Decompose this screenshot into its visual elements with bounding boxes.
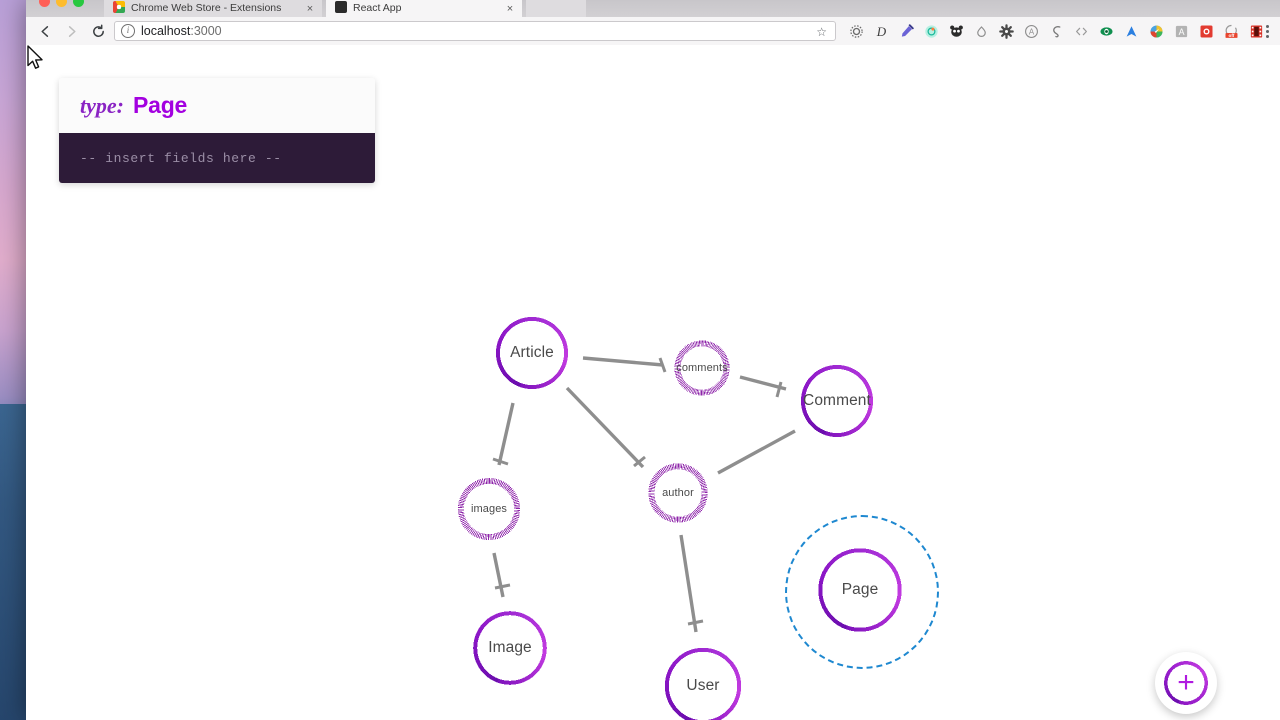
close-icon[interactable]: × [306, 3, 314, 15]
edge-images-image [492, 552, 505, 598]
node-ring-dashed [636, 451, 720, 535]
reload-icon [92, 23, 104, 37]
blue-a-extension-icon[interactable] [1119, 21, 1144, 42]
type-editor-fields-area[interactable]: -- insert fields here -- [59, 133, 375, 183]
graph-node-article[interactable]: Article [481, 302, 583, 404]
forward-button[interactable] [61, 21, 81, 41]
mouse-cursor [27, 45, 43, 69]
schema-graph[interactable]: Article comments Comment images author P [26, 45, 1280, 720]
graph-node-user[interactable]: User [649, 632, 757, 720]
window-minimize-button[interactable] [56, 0, 67, 7]
panda-extension-icon[interactable] [944, 21, 969, 42]
graph-node-comment[interactable]: Comment [786, 350, 888, 452]
off-toggle-extension-icon[interactable]: off [1219, 21, 1244, 42]
browser-toolbar: i localhost:3000 ☆ D A A off [26, 17, 1280, 46]
target-extension-icon[interactable] [919, 21, 944, 42]
node-ring-dashed [663, 329, 741, 407]
extensions-toolbar: D A A off [844, 21, 1269, 42]
node-ring-dashed [445, 465, 533, 553]
type-editor-card[interactable]: type: Page -- insert fields here -- [59, 78, 375, 183]
edge-article-images [497, 402, 515, 466]
rainbow-rocket-extension-icon[interactable] [1144, 21, 1169, 42]
bookmark-star-icon[interactable]: ☆ [816, 25, 827, 39]
fab-ring [1155, 652, 1217, 714]
add-type-button[interactable]: + [1155, 652, 1217, 714]
edge-terminator-bar [494, 583, 511, 590]
graph-node-author[interactable]: author [636, 451, 720, 535]
red-camera-extension-icon[interactable] [1194, 21, 1219, 42]
tab-strip: Chrome Web Store - Extensions × React Ap… [26, 0, 1280, 17]
site-info-icon[interactable]: i [121, 24, 135, 38]
edge-terminator-bar [775, 381, 783, 398]
page-viewport: type: Page -- insert fields here -- [26, 45, 1280, 720]
edge-terminator-bar [492, 457, 509, 466]
node-ring [786, 350, 888, 452]
back-arrow-icon [40, 25, 48, 37]
gear-extension-icon[interactable] [844, 21, 869, 42]
svg-text:A: A [1029, 28, 1035, 37]
window-close-button[interactable] [39, 0, 50, 7]
url-host: localhost [141, 24, 191, 38]
svg-text:A: A [1179, 27, 1185, 37]
letter-a-box-extension-icon[interactable]: A [1169, 21, 1194, 42]
edge-terminator-bar [633, 455, 646, 468]
red-film-extension-icon[interactable] [1244, 21, 1269, 42]
chrome-menu-button[interactable] [1260, 23, 1274, 39]
type-keyword-label: type: [80, 92, 124, 118]
node-ring [649, 632, 757, 720]
graph-edges-layer [492, 356, 796, 633]
address-bar-url: localhost:3000 [141, 24, 222, 38]
tab-title: React App [353, 2, 402, 14]
browser-tab-react-app[interactable]: React App × [326, 0, 522, 17]
green-eye-extension-icon[interactable] [1094, 21, 1119, 42]
d-extension-icon[interactable]: D [876, 23, 887, 39]
plus-icon: + [1177, 666, 1195, 699]
edge-comment-author [717, 429, 796, 475]
edge-author-user [679, 534, 698, 633]
forward-arrow-icon [68, 25, 76, 37]
eyedropper-extension-icon[interactable] [894, 21, 919, 42]
drop-extension-icon[interactable] [969, 21, 994, 42]
fields-placeholder-text: -- insert fields here -- [80, 150, 282, 166]
window-maximize-button[interactable] [73, 0, 84, 7]
svg-text:off: off [1229, 33, 1235, 38]
graph-node-comments[interactable]: comments [663, 329, 741, 407]
url-port: :3000 [190, 24, 222, 38]
graph-node-page[interactable]: Page [801, 531, 919, 649]
graph-node-images[interactable]: images [445, 465, 533, 553]
letter-a-circle-extension-icon[interactable]: A [1019, 21, 1044, 42]
edge-article-comments [582, 356, 664, 367]
tab-title: Chrome Web Store - Extensions [131, 2, 282, 14]
type-editor-header: type: Page [59, 78, 375, 133]
chrome-browser-window: Chrome Web Store - Extensions × React Ap… [26, 0, 1280, 720]
node-ring [481, 302, 583, 404]
react-app-icon [335, 1, 347, 13]
cog-extension-icon[interactable] [994, 21, 1019, 42]
node-ring [458, 596, 562, 700]
browser-tab-empty[interactable] [526, 0, 586, 17]
code-brackets-extension-icon[interactable] [1069, 21, 1094, 42]
reload-button[interactable] [88, 21, 108, 41]
graph-node-image[interactable]: Image [458, 596, 562, 700]
ghost-extension-icon[interactable] [1044, 21, 1069, 42]
edge-article-author [565, 386, 645, 469]
edge-terminator-bar [687, 619, 704, 626]
back-button[interactable] [35, 21, 55, 41]
browser-tab-chrome-web-store[interactable]: Chrome Web Store - Extensions × [104, 0, 322, 17]
address-bar[interactable]: i localhost:3000 ☆ [114, 21, 836, 41]
type-name-label[interactable]: Page [132, 92, 188, 118]
node-ring [801, 531, 919, 649]
chrome-icon [113, 1, 125, 13]
page-node-selection-ring [785, 515, 939, 669]
close-icon[interactable]: × [506, 3, 514, 15]
